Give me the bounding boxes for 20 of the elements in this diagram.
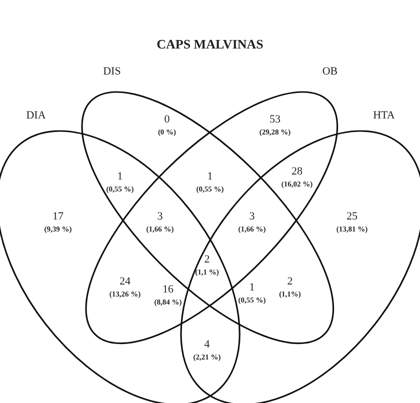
region-count: 4 bbox=[204, 340, 210, 350]
diagram-title: CAPS MALVINAS bbox=[156, 38, 264, 50]
set-label: HTA bbox=[373, 110, 395, 122]
region-count: 2 bbox=[287, 276, 293, 288]
set-label: OB bbox=[322, 66, 338, 78]
region-count: 1 bbox=[117, 172, 123, 182]
region-count: 24 bbox=[120, 276, 130, 288]
region-count: 25 bbox=[346, 212, 358, 222]
region-count: 17 bbox=[52, 212, 64, 222]
region-count: 3 bbox=[157, 212, 163, 222]
region-count: 1 bbox=[249, 282, 255, 294]
region-count: 1 bbox=[207, 172, 213, 182]
region-count: 28 bbox=[292, 166, 302, 178]
region-count: 3 bbox=[249, 212, 255, 222]
region-count: 16 bbox=[162, 284, 174, 296]
region-count: 2 bbox=[204, 254, 210, 266]
set-label: DIA bbox=[26, 110, 46, 122]
set-label: DIS bbox=[103, 66, 121, 78]
region-count: 53 bbox=[270, 114, 280, 126]
region-count: 0 bbox=[164, 114, 170, 126]
